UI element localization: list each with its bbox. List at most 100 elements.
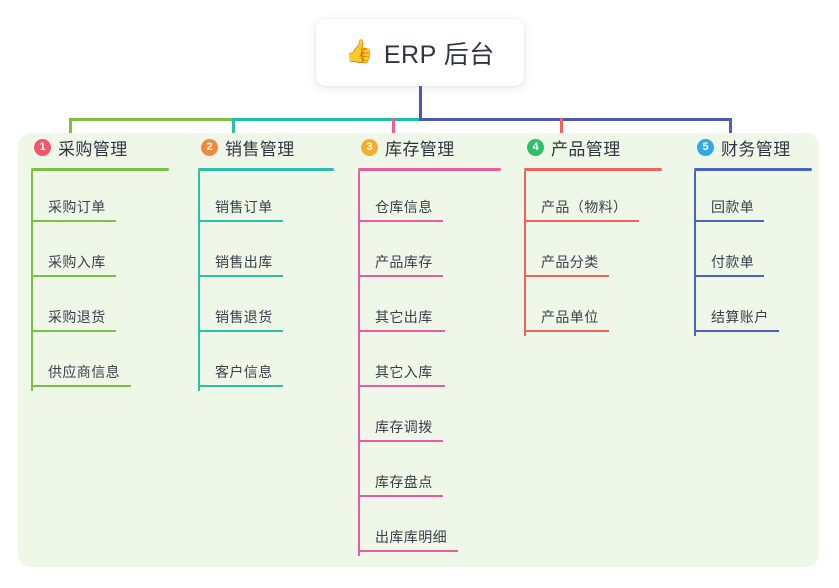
branch-item-rule bbox=[31, 330, 116, 332]
trunk-segment-right bbox=[419, 118, 732, 121]
branch-item-rule bbox=[31, 385, 131, 387]
branch-item[interactable]: 产品库存 bbox=[345, 226, 510, 281]
branch-item[interactable]: 结算账户 bbox=[681, 281, 821, 336]
branch-item-rule bbox=[31, 275, 116, 277]
branch-item[interactable]: 出库库明细 bbox=[345, 501, 510, 556]
branch-column-2: 2 销售管理销售订单销售出库销售退货客户信息 bbox=[185, 133, 343, 391]
branch-item[interactable]: 其它出库 bbox=[345, 281, 510, 336]
branch-index-badge: 5 bbox=[697, 138, 714, 156]
branch-item-label: 采购退货 bbox=[48, 309, 106, 325]
branch-item-label: 结算账户 bbox=[711, 309, 769, 325]
branch-item-rule bbox=[198, 275, 283, 277]
branch-item-label: 出库库明细 bbox=[375, 529, 447, 545]
branch-title: 财务管理 bbox=[721, 139, 791, 159]
branch-item-rule bbox=[358, 550, 458, 552]
thumbs-up-icon: 👍 bbox=[345, 39, 374, 65]
root-node-card[interactable]: 👍 ERP 后台 bbox=[316, 19, 524, 86]
branch-item-label: 库存盘点 bbox=[375, 474, 433, 490]
branch-title: 采购管理 bbox=[58, 139, 128, 159]
branch-item-list: 产品（物料） 产品分类产品单位 bbox=[511, 171, 671, 336]
branch-item-rule bbox=[358, 330, 445, 332]
branch-item-rule bbox=[198, 330, 283, 332]
branch-item[interactable]: 销售订单 bbox=[185, 171, 343, 226]
branch-item[interactable]: 销售退货 bbox=[185, 281, 343, 336]
branch-item-label: 其它入库 bbox=[375, 364, 433, 380]
branch-item[interactable]: 采购订单 bbox=[18, 171, 178, 226]
branch-item[interactable]: 客户信息 bbox=[185, 336, 343, 391]
branch-item[interactable]: 库存调拨 bbox=[345, 391, 510, 446]
branch-item-rule bbox=[358, 220, 443, 222]
branch-item-label: 回款单 bbox=[711, 199, 755, 215]
branch-header-rule bbox=[358, 168, 501, 171]
branch-item-rule bbox=[694, 275, 764, 277]
branch-item-list: 回款单付款单结算账户 bbox=[681, 171, 821, 336]
branch-item[interactable]: 采购入库 bbox=[18, 226, 178, 281]
branch-column-5: 5 财务管理回款单付款单结算账户 bbox=[681, 133, 821, 336]
branch-column-1: 1 采购管理采购订单采购入库采购退货供应商信息 bbox=[18, 133, 178, 391]
branch-item[interactable]: 其它入库 bbox=[345, 336, 510, 391]
trunk-segment-middle bbox=[232, 118, 422, 121]
branch-index-badge: 2 bbox=[201, 138, 218, 156]
branch-stem-line bbox=[694, 171, 696, 336]
branch-item-label: 产品单位 bbox=[541, 309, 599, 325]
branch-item-rule bbox=[358, 275, 443, 277]
branch-item-label: 销售出库 bbox=[215, 254, 273, 270]
branch-item-rule bbox=[198, 385, 283, 387]
branch-item-label: 供应商信息 bbox=[48, 364, 120, 380]
branch-title: 产品管理 bbox=[551, 139, 621, 159]
branch-item-label: 其它出库 bbox=[375, 309, 433, 325]
branch-title: 销售管理 bbox=[225, 139, 295, 159]
branch-stem-line bbox=[358, 171, 360, 556]
branch-item[interactable]: 产品（物料） bbox=[511, 171, 671, 226]
branch-stem-line bbox=[524, 171, 526, 336]
branch-item[interactable]: 供应商信息 bbox=[18, 336, 178, 391]
branch-item-label: 销售退货 bbox=[215, 309, 273, 325]
branch-index-badge: 3 bbox=[361, 138, 378, 156]
branch-item-label: 客户信息 bbox=[215, 364, 273, 380]
branch-item[interactable]: 仓库信息 bbox=[345, 171, 510, 226]
branch-item-rule bbox=[524, 330, 609, 332]
branch-item-label: 产品库存 bbox=[375, 254, 433, 270]
branch-item-label: 付款单 bbox=[711, 254, 755, 270]
branch-header-5[interactable]: 5 财务管理 bbox=[681, 133, 821, 161]
branch-index-badge: 1 bbox=[34, 138, 51, 156]
branch-item-rule bbox=[694, 220, 764, 222]
branch-header-rule bbox=[198, 168, 334, 171]
branch-item[interactable]: 产品分类 bbox=[511, 226, 671, 281]
root-node-content: 👍 ERP 后台 bbox=[345, 35, 495, 71]
branch-item-rule bbox=[524, 220, 639, 222]
branch-header-4[interactable]: 4 产品管理 bbox=[511, 133, 671, 161]
trunk-segment-left bbox=[69, 118, 235, 121]
root-drop-line bbox=[419, 86, 422, 121]
root-node-title: ERP 后台 bbox=[383, 40, 495, 69]
branch-item-list: 销售订单销售出库销售退货客户信息 bbox=[185, 171, 343, 391]
branch-item[interactable]: 销售出库 bbox=[185, 226, 343, 281]
branch-item-rule bbox=[524, 275, 609, 277]
branch-item-rule bbox=[198, 220, 283, 222]
branch-item[interactable]: 库存盘点 bbox=[345, 446, 510, 501]
branch-index-badge: 4 bbox=[527, 138, 544, 156]
branches-panel: 1 采购管理采购订单采购入库采购退货供应商信息 2 销售管理销售订单销售出库销售退货客… bbox=[18, 133, 819, 567]
branch-item-label: 库存调拨 bbox=[375, 419, 433, 435]
branch-item-rule bbox=[358, 440, 443, 442]
branch-item-rule bbox=[31, 220, 116, 222]
branch-item[interactable]: 付款单 bbox=[681, 226, 821, 281]
branch-item-label: 销售订单 bbox=[215, 199, 273, 215]
branch-item-list: 采购订单采购入库采购退货供应商信息 bbox=[18, 171, 178, 391]
branch-header-rule bbox=[524, 168, 662, 171]
branch-column-4: 4 产品管理产品（物料） 产品分类产品单位 bbox=[511, 133, 671, 336]
branch-header-2[interactable]: 2 销售管理 bbox=[185, 133, 343, 161]
branch-item-label: 采购入库 bbox=[48, 254, 106, 270]
branch-item-label: 产品（物料） bbox=[541, 199, 628, 215]
branch-item-label: 产品分类 bbox=[541, 254, 599, 270]
branch-item-rule bbox=[358, 385, 445, 387]
branch-item[interactable]: 回款单 bbox=[681, 171, 821, 226]
branch-item[interactable]: 采购退货 bbox=[18, 281, 178, 336]
branch-header-rule bbox=[31, 168, 169, 171]
branch-header-1[interactable]: 1 采购管理 bbox=[18, 133, 178, 161]
branch-item[interactable]: 产品单位 bbox=[511, 281, 671, 336]
branch-stem-line bbox=[31, 171, 33, 391]
